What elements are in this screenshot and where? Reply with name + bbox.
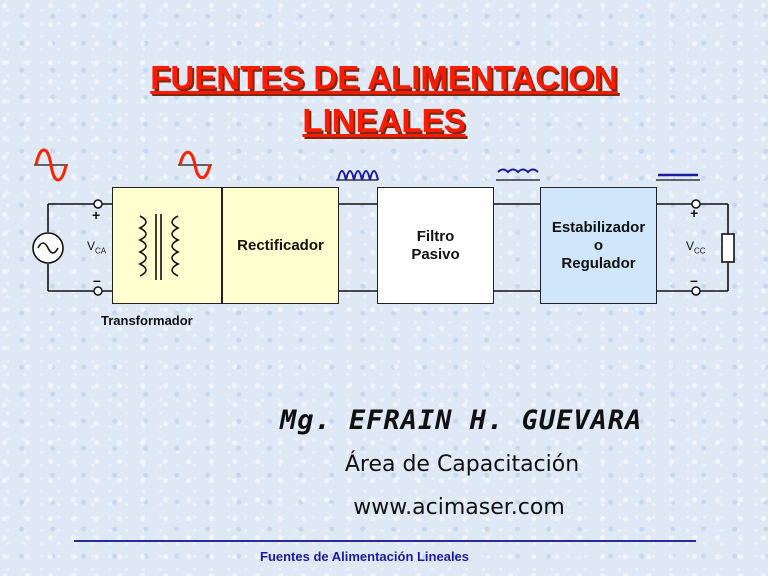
output-minus-sign: – bbox=[690, 272, 698, 288]
output-terminal-top bbox=[691, 199, 701, 209]
author-name: Mg. EFRAIN H. GUEVARA bbox=[280, 405, 643, 436]
regulator-label-line-1: Estabilizador bbox=[551, 218, 646, 236]
input-plus-sign: + bbox=[92, 207, 101, 223]
dc-level-icon bbox=[656, 173, 700, 181]
slide-title-line-2: LINEALES bbox=[302, 102, 466, 139]
sine-wave-icon bbox=[178, 150, 212, 180]
ac-source-icon bbox=[32, 232, 64, 264]
filter-label-line-2: Pasivo bbox=[411, 245, 460, 263]
load-resistor-icon bbox=[721, 233, 735, 263]
regulator-block: Estabilizador o Regulador bbox=[540, 187, 657, 304]
transformer-block bbox=[112, 187, 222, 304]
input-voltage-label: VCA bbox=[87, 239, 107, 256]
area-subtitle: Área de Capacitación bbox=[344, 452, 580, 477]
input-terminal-top bbox=[93, 199, 103, 209]
website-link[interactable]: www.acimaser.com bbox=[353, 495, 565, 520]
sine-wave-icon bbox=[34, 148, 68, 182]
input-terminal-bottom bbox=[93, 286, 103, 296]
transformer-label: Transformador bbox=[101, 313, 193, 328]
rectified-wave-icon bbox=[336, 170, 379, 181]
output-voltage-label: VCC bbox=[686, 239, 706, 256]
regulator-label-line-2: o bbox=[593, 236, 604, 254]
input-minus-sign: – bbox=[93, 272, 101, 288]
footer-text: Fuentes de Alimentación Lineales bbox=[260, 549, 470, 564]
output-terminal-bottom bbox=[691, 286, 701, 296]
output-plus-sign: + bbox=[690, 205, 699, 221]
slide-title-line-1: FUENTES DE ALIMENTACION bbox=[150, 59, 618, 96]
rectifier-block: Rectificador bbox=[222, 187, 339, 304]
footer-divider bbox=[74, 540, 696, 542]
passive-filter-block: Filtro Pasivo bbox=[377, 187, 494, 304]
ripple-wave-icon bbox=[496, 168, 540, 181]
rectifier-label: Rectificador bbox=[237, 236, 324, 254]
filter-label-line-1: Filtro bbox=[416, 227, 455, 245]
regulator-label-line-3: Regulador bbox=[561, 254, 636, 272]
